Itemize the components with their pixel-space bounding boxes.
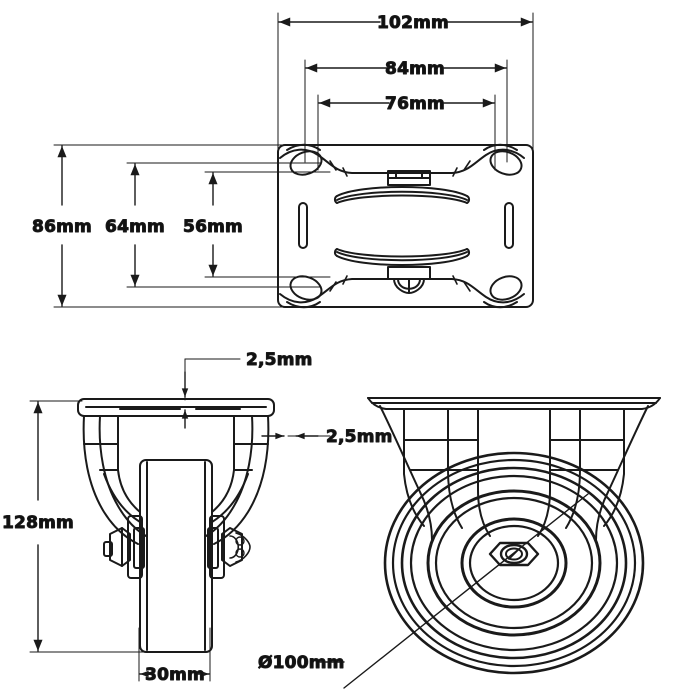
front-hub-nut <box>488 541 540 567</box>
center-bolt-head <box>387 170 431 186</box>
dim-label-plate-thickness: 2,5mm <box>246 350 313 370</box>
side-hub-collars <box>127 515 225 579</box>
dim-label-bracket-thickness: 2,5mm <box>326 427 393 447</box>
plate-bolt-holes <box>289 150 523 301</box>
dim-label-128mm: 128mm <box>2 513 74 533</box>
front-top-plate <box>367 397 661 410</box>
plate-outline <box>277 144 534 308</box>
front-fork-legs <box>379 405 649 541</box>
front-view: Ø100mm <box>258 397 661 689</box>
dim-label-64mm: 64mm <box>105 217 165 237</box>
dim-label-102mm: 102mm <box>377 13 449 33</box>
top-plate-view: 102mm 84mm 76mm 86mm 64mm 56mm <box>32 12 534 309</box>
side-bracket-fork <box>82 415 270 545</box>
dim-label-76mm: 76mm <box>385 94 445 114</box>
slot-left <box>298 202 308 249</box>
side-view-dimension-lines <box>33 371 319 678</box>
dim-label-84mm: 84mm <box>385 59 445 79</box>
dim-label-30mm: 30mm <box>145 665 205 685</box>
center-axle-nut <box>387 266 431 294</box>
top-view-dimension-lines <box>57 17 533 307</box>
bolt-hole-top-left <box>289 150 323 176</box>
side-view-extension-lines <box>29 358 331 682</box>
bolt-hole-top-right <box>489 150 523 176</box>
side-wheel-body <box>139 459 213 653</box>
top-view-extension-lines <box>53 12 534 308</box>
side-view: 128mm 30mm 2,5mm 2,5mm <box>2 350 393 686</box>
side-axle-nuts <box>103 527 251 567</box>
plate-center-bands <box>333 186 471 266</box>
wheel-outer-ring <box>383 451 645 675</box>
side-top-plate <box>77 398 275 417</box>
diameter-leader-line <box>319 493 589 689</box>
plate-rib-marks <box>329 160 471 292</box>
dim-label-86mm: 86mm <box>32 217 92 237</box>
slot-right <box>504 202 514 249</box>
dim-label-56mm: 56mm <box>183 217 243 237</box>
plate-side-slots <box>298 202 514 249</box>
front-wheel-rings <box>383 451 645 675</box>
dim-label-diameter-100mm: Ø100mm <box>258 653 345 673</box>
bolt-hole-bottom-right <box>489 275 523 301</box>
bolt-hole-bottom-left <box>289 275 323 301</box>
